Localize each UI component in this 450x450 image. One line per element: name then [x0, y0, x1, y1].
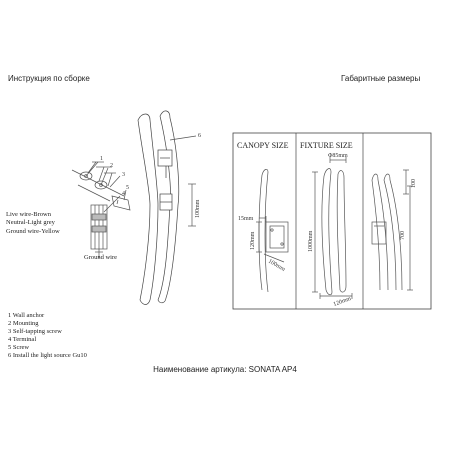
part-item: 4 Terminal [8, 336, 37, 343]
callout-leaders [85, 135, 197, 213]
fixture-assembly [137, 110, 180, 305]
part-item: 1 Wall anchor [8, 312, 45, 319]
part-item: 2 Mounting [8, 320, 39, 327]
side-view-drawing [371, 169, 413, 291]
dim-100mm-line [188, 183, 196, 227]
canopy-drawing [256, 168, 289, 293]
parts-list: 1 Wall anchor 2 Mounting 3 Self-tapping … [8, 312, 87, 360]
dim-100mm-label: 100mm [195, 199, 201, 218]
callout-4: 4 [122, 191, 125, 197]
callout-3: 3 [122, 172, 125, 178]
wiring-neutral: Neutral-Light grey [6, 219, 55, 227]
fixture-size-title: FIXTURE SIZE [300, 141, 353, 150]
side-dim-length: 700 [400, 231, 406, 240]
part-item: 5 Screw [8, 344, 30, 351]
article-line: Наименование артикула: SONATA AP4 [0, 365, 450, 374]
canopy-dim-width: 100mm [267, 259, 286, 274]
callout-6: 6 [198, 133, 201, 139]
ground-wire-label: Ground wire [84, 254, 118, 261]
wiring-live: Live wire-Brown [6, 211, 51, 218]
assembly-heading: Инструкция по сборке [8, 74, 90, 83]
fixture-drawing [312, 157, 353, 299]
callout-2: 2 [110, 163, 113, 169]
callout-5: 5 [126, 185, 129, 191]
wiring-legend: Live wire-Brown Neutral-Light grey Groun… [6, 211, 60, 236]
canopy-dim-depth: 15mm [238, 216, 254, 222]
terminal-block [90, 204, 108, 258]
dimensions-frame [232, 132, 432, 310]
article-label: Наименование артикула: [153, 365, 247, 374]
part-item: 3 Self-tapping screw [8, 328, 62, 335]
dimensions-heading: Габаритные размеры [341, 74, 421, 83]
side-dim-top: 100 [411, 179, 417, 188]
fixture-dim-width: 120mm [333, 296, 353, 308]
fixture-dim-height: 1000mm [308, 230, 314, 252]
part-item: 6 Install the light source Gu10 [8, 352, 87, 359]
fixture-dim-diameter: Φ85mm [328, 153, 348, 159]
canopy-dim-height: 120mm [250, 231, 256, 250]
callout-1: 1 [100, 156, 103, 162]
wiring-ground: Ground wire-Yellow [6, 227, 60, 235]
canopy-size-title: CANOPY SIZE [237, 141, 289, 150]
article-value: SONATA AP4 [248, 365, 297, 374]
wall-mount-detail [71, 161, 131, 211]
